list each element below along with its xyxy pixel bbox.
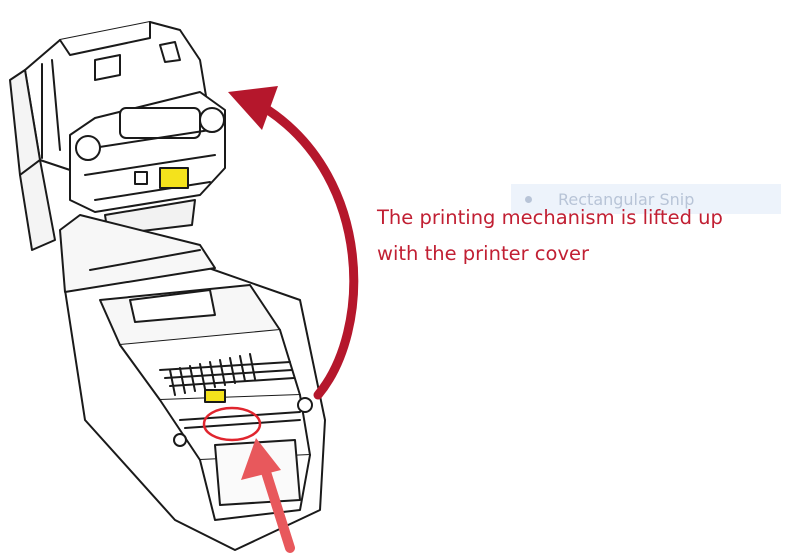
caption-line-1: The printing mechanism is lifted up — [377, 206, 723, 229]
curved-lift-arrow-head — [228, 86, 278, 130]
pointer-arrow-head — [241, 438, 281, 480]
bullet-icon — [525, 195, 532, 203]
snip-tooltip-overlay: Rectangular Snip — [511, 184, 781, 214]
caption-line-2: with the printer cover — [377, 242, 590, 265]
pointer-arrow — [261, 467, 295, 553]
snip-tooltip-label: Rectangular Snip — [558, 189, 695, 209]
highlight-circle — [202, 406, 262, 442]
annotation-caption: The printing mechanism is lifted up with… — [377, 200, 797, 272]
printer-base — [59, 214, 326, 551]
curved-lift-arrow — [263, 105, 359, 400]
